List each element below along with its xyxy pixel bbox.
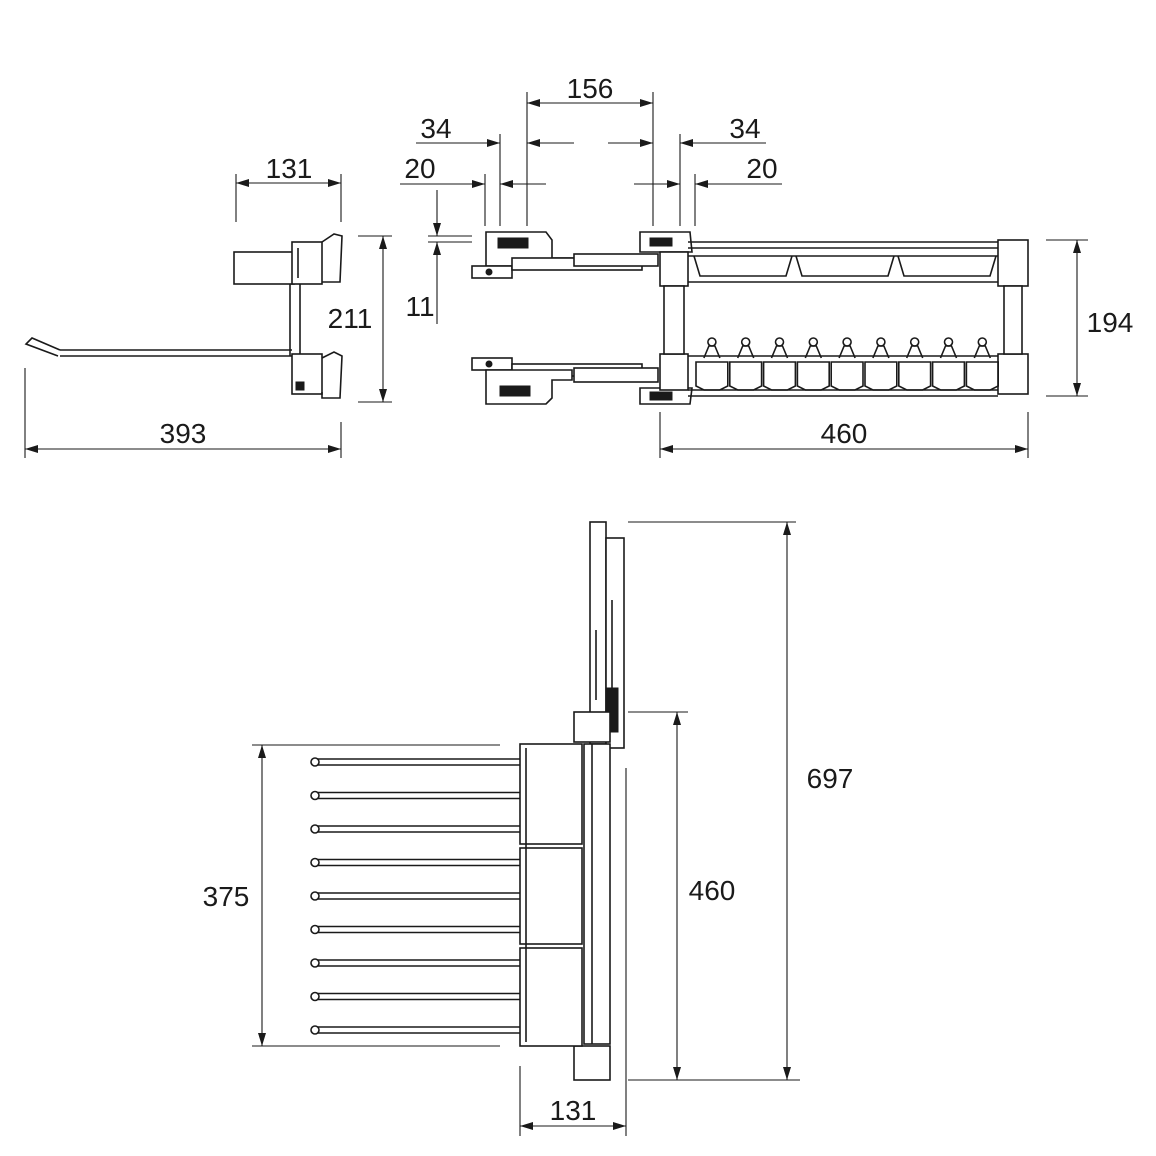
side-top-clip [321,233,343,283]
top-main-rail [583,743,611,1045]
hanger-rod-tip [310,924,320,935]
dim-label-front-460: 460 [821,418,868,449]
hanger-rod-tip [310,958,320,968]
front-cell [931,361,966,391]
front-peg-stem [804,345,823,359]
dim-label-side-393: 393 [160,418,207,449]
front-peg-head [909,337,920,347]
front-bracket-top-right-slot [649,237,673,247]
top-view: 375 460 697 131 [203,521,854,1136]
hanger-rod-tip [310,790,320,801]
front-peg-stem [939,345,958,359]
front-slide-top-screw [485,268,493,276]
front-peg-stem [872,345,890,359]
side-view: 131 211 393 [24,153,392,458]
front-tray-1 [693,255,793,277]
front-cell [796,361,830,391]
front-tray-2 [795,255,895,277]
hanger-rod-tip [310,824,320,834]
side-rod-hook [24,337,61,357]
dim-label-front-20-right: 20 [746,153,777,184]
top-end-block-top [573,711,611,743]
front-peg-head [943,337,954,347]
dim-label-side-131: 131 [266,153,313,184]
front-peg-head [740,337,751,347]
top-box-3 [519,947,583,1047]
front-peg-head [977,337,988,347]
top-end-block-bottom [573,1045,611,1081]
front-frame-post-right [1003,285,1023,355]
front-slide-top-outer [573,253,659,267]
front-peg-stem [736,345,755,359]
front-peg-stem [973,345,992,359]
dim-label-front-194: 194 [1087,307,1134,338]
side-top-block [291,241,323,285]
side-bottom-clip [321,351,343,399]
front-peg-head [842,337,852,347]
front-frame-corner-tl [659,251,689,287]
front-cell [965,361,999,391]
dim-label-front-11: 11 [405,291,434,322]
front-view: 156 34 20 34 20 11 194 460 [400,73,1133,458]
top-slide-outer [589,521,607,745]
front-frame-corner-tr [997,239,1029,287]
dim-label-top-697: 697 [807,763,854,794]
front-peg-head [808,337,819,347]
top-box-2 [519,847,583,945]
dim-label-top-375: 375 [203,881,250,912]
dim-label-front-156: 156 [567,73,614,104]
top-box-1 [519,743,583,845]
dim-label-front-20-left: 20 [404,153,435,184]
side-bottom-hinge [295,381,305,391]
front-peg-stem [703,345,721,359]
front-cell [864,361,898,391]
dim-label-top-131: 131 [550,1095,597,1126]
front-cell [898,361,932,391]
dim-label-front-34-left: 34 [420,113,451,144]
front-cell [695,361,729,391]
front-cell [762,361,797,391]
top-rods [310,757,520,1035]
front-tray-3 [897,255,997,277]
hanger-rod-tip [310,857,320,868]
front-frame-corner-br [997,353,1029,395]
front-pegs [695,337,999,391]
front-bracket-bottom-right-slot [649,391,673,401]
front-slide-bottom-screw [485,360,493,368]
front-peg-stem [905,345,924,359]
hanger-rod-tip [310,891,320,901]
front-peg-stem [770,345,789,359]
dim-label-side-211: 211 [328,303,373,334]
hanger-rod-tip [310,1025,320,1035]
front-bracket-bottom-left-slot [499,385,531,397]
front-cell [729,361,763,391]
front-slide-bottom-outer [573,367,659,383]
dim-label-top-460: 460 [689,875,736,906]
front-frame-post-left [663,285,685,355]
front-cell [830,361,864,391]
front-peg-head [876,337,886,347]
front-bracket-top-left-slot [497,237,529,249]
front-frame-corner-bl [659,353,689,391]
front-peg-head [707,337,717,347]
front-peg-head [774,337,785,347]
hanger-rod-tip [310,757,320,767]
side-top-arm [233,251,295,285]
dim-label-front-34-right: 34 [729,113,760,144]
front-peg-stem [838,345,856,359]
hanger-rod-tip [310,991,320,1002]
